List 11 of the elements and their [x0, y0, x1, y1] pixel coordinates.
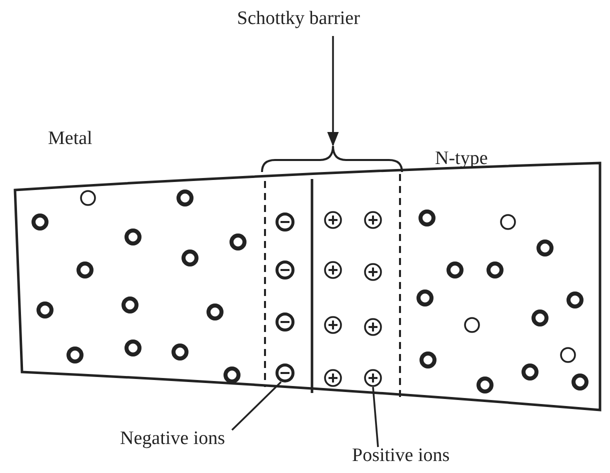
region-label: Metal	[48, 128, 92, 150]
leader-line	[372, 386, 379, 448]
leader-line	[231, 381, 282, 431]
title-label: Schottky barrier	[237, 8, 360, 30]
callout-label: Negative ions	[120, 428, 226, 450]
arrow	[327, 36, 339, 146]
negative-ion-icon	[276, 364, 294, 382]
region-label: N-type	[435, 148, 488, 170]
callout-label: Positive ions	[352, 445, 450, 467]
positive-ion-icon	[364, 369, 382, 387]
curly-brace	[261, 145, 403, 172]
